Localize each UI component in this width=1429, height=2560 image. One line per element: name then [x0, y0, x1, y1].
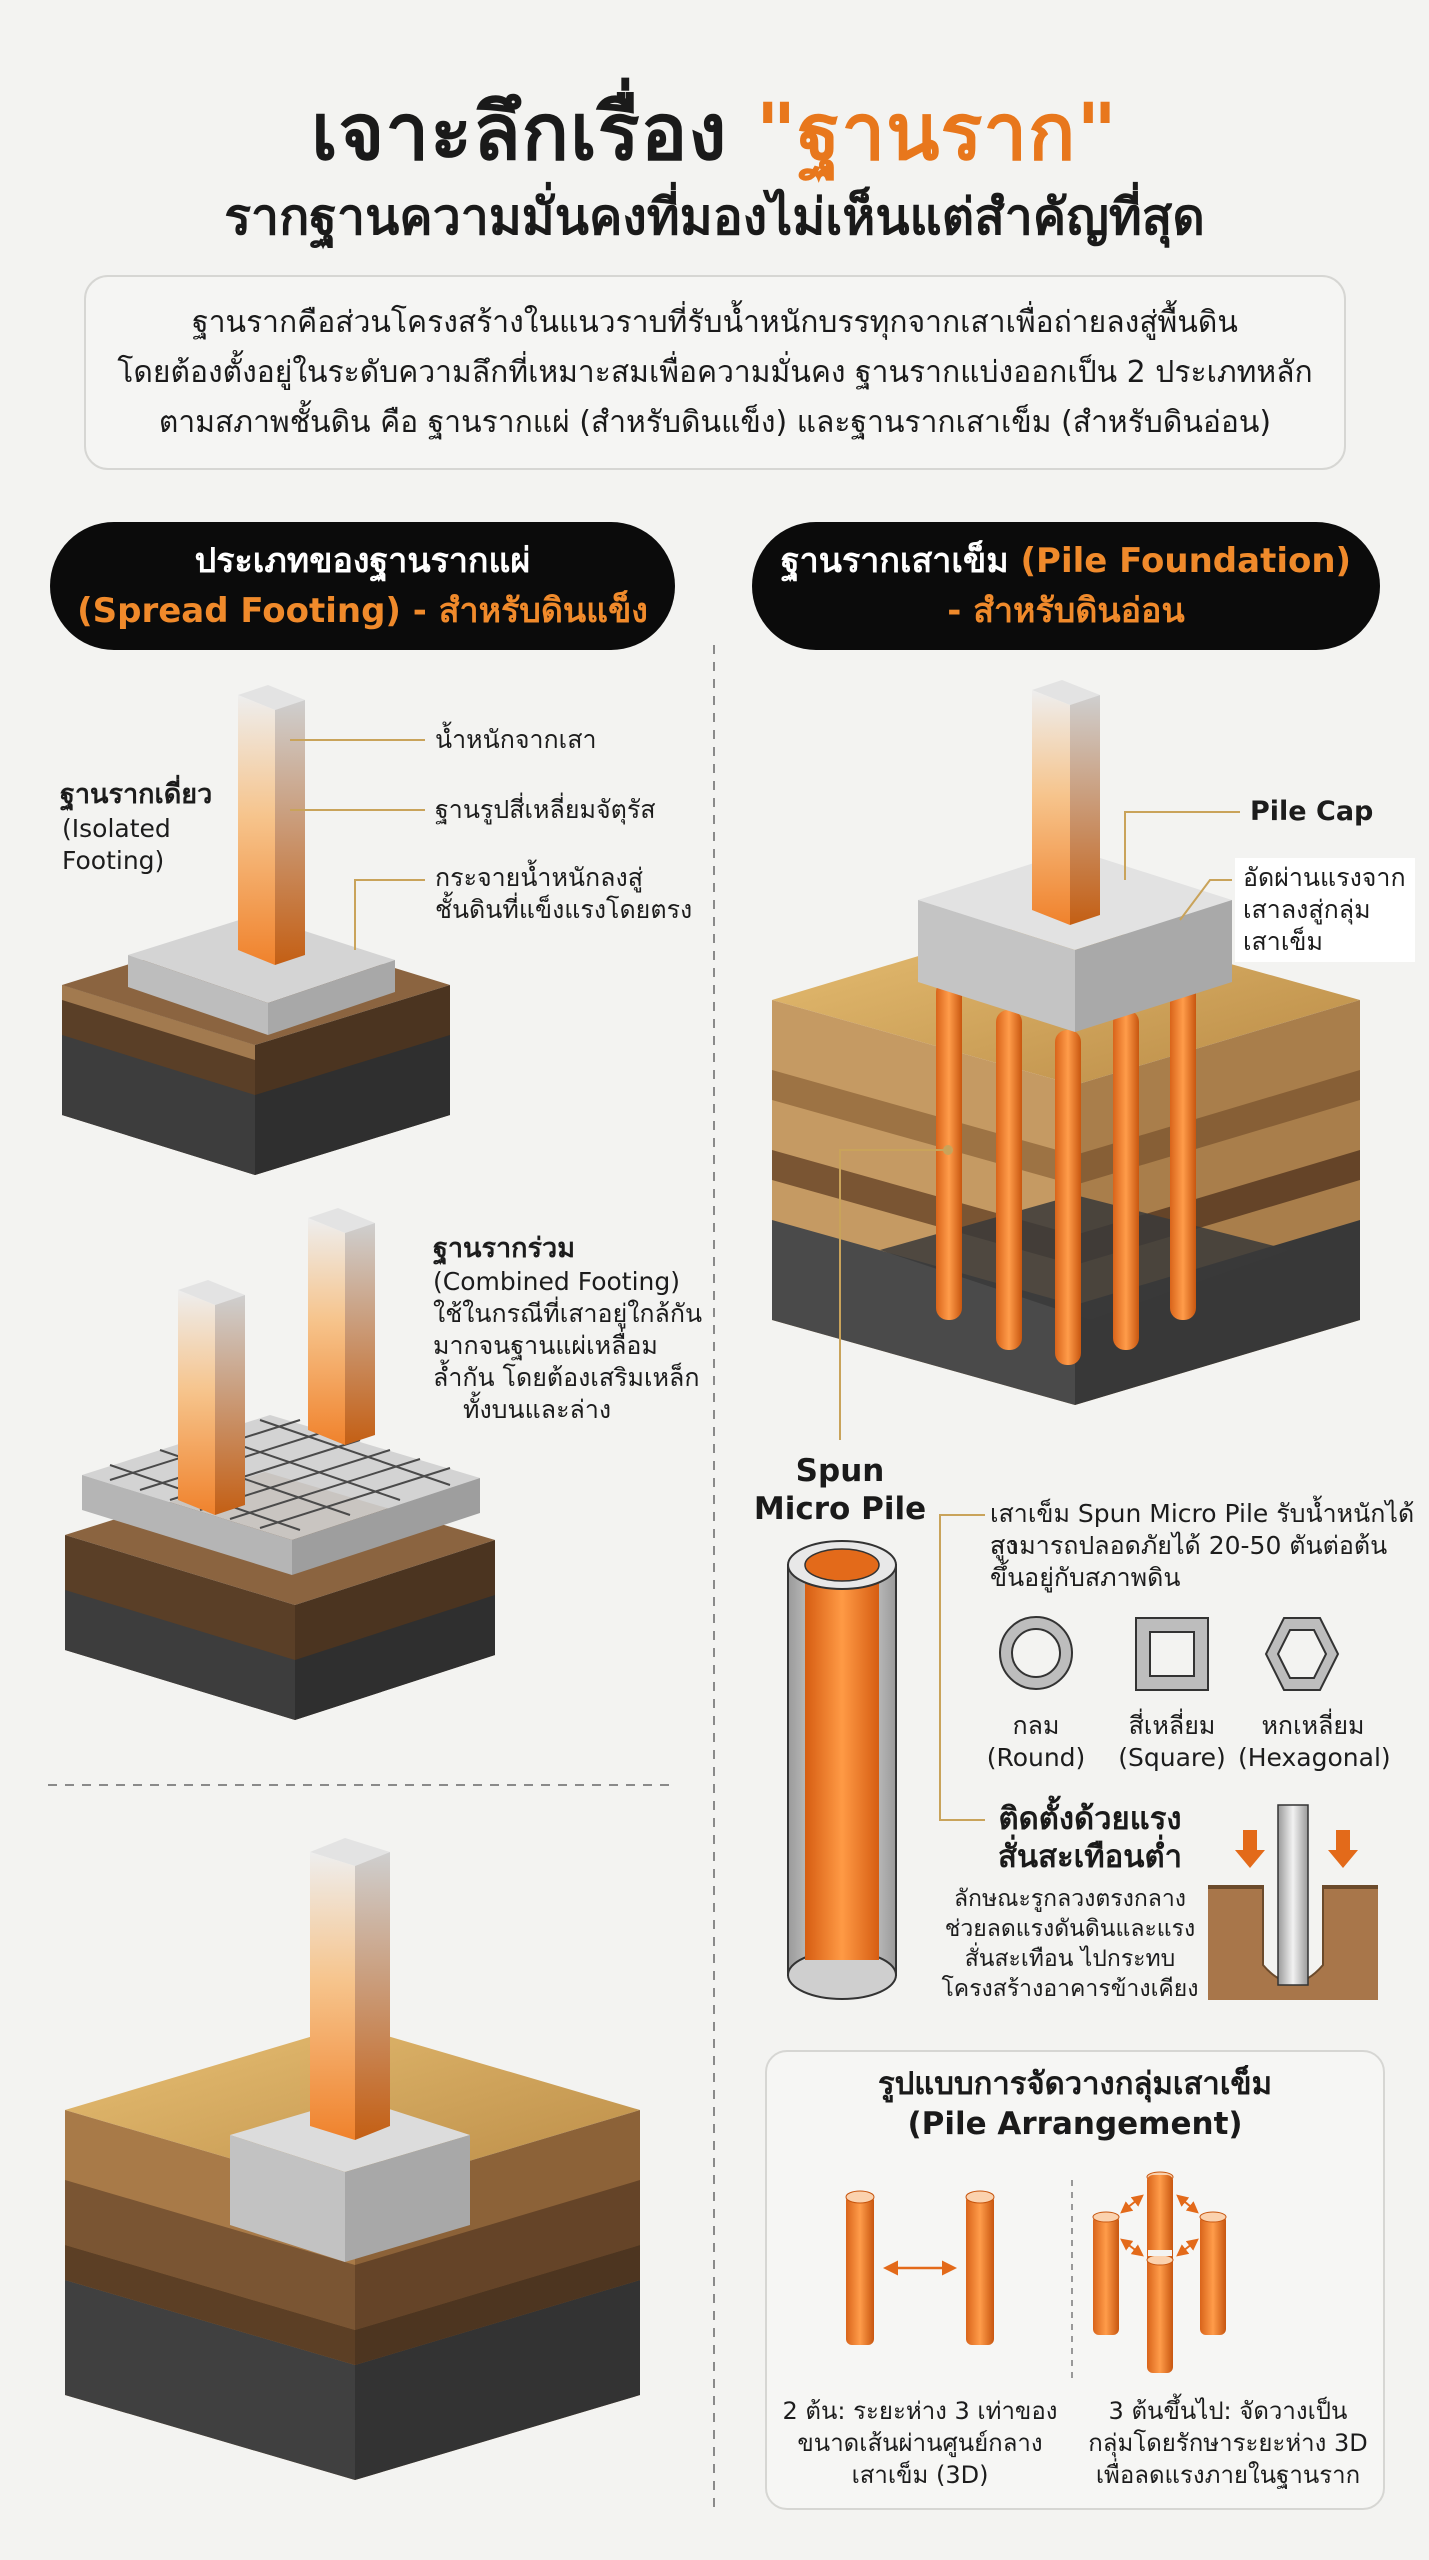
shape-hexagonal: หกเหลี่ยม (Hexagonal): [1238, 1710, 1391, 1774]
spun-desc-1: เสาเข็ม Spun Micro Pile รับน้ำหนักได้สูง: [990, 1499, 1415, 1560]
spread-header-line-2: (Spread Footing) - สำหรับดินแข็ง: [77, 591, 648, 631]
spun-title-2: Micro Pile: [753, 1491, 927, 1527]
title-prefix: เจาะลึกเรื่อง: [310, 88, 756, 178]
isolated-callout-square: ฐานรูปสี่เหลี่ยมจัตุรัส: [435, 795, 656, 824]
isolated-callout-spread-2: ชั้นดินที่แข็งแรงโดยตรง: [435, 895, 693, 924]
combined-name-th: ฐานรากร่วม: [433, 1233, 575, 1264]
combined-desc-1: ใช้ในกรณีที่เสาอยู่ใกล้กัน: [433, 1299, 703, 1328]
pile-foundation-header: ฐานรากเสาเข็ม (Pile Foundation) - สำหรับ…: [752, 522, 1380, 650]
combined-desc-2: มากจนฐานแผ่เหลื่อม: [433, 1331, 658, 1360]
round-icon-label-th: กลม: [1012, 1711, 1060, 1740]
arrangement-title: รูปแบบการจัดวางกลุ่มเสาเข็ม (Pile Arrang…: [765, 2064, 1385, 2144]
install-desc-4: โครงสร้างอาคารข้างเคียง: [941, 1976, 1199, 2002]
square-icon-label-en: (Square): [1118, 1743, 1226, 1772]
intro-line-3: ตามสภาพชั้นดิน คือ ฐานรากแผ่ (สำหรับดินแ…: [158, 404, 1272, 440]
spread-header-line-1: ประเภทของฐานรากแผ่: [194, 541, 531, 581]
hexagon-icon-label-en: (Hexagonal): [1238, 1743, 1391, 1772]
two-pile-desc-1: 2 ต้น: ระยะห่าง 3 เท่าของ: [782, 2397, 1058, 2425]
pile-cap-desc: อัดผ่านแรงจาก เสาลงสู่กลุ่ม เสาเข็ม: [1235, 858, 1415, 962]
isolated-name-th: ฐานรากเดี่ยว: [60, 779, 213, 810]
shape-square: สี่เหลี่ยม (Square): [1112, 1710, 1232, 1774]
page-title: เจาะลึกเรื่อง "ฐานราก": [0, 70, 1429, 194]
isolated-name-en-1: (Isolated: [62, 814, 171, 843]
install-title-2: สั่นสะเทือนต่ำ: [997, 1839, 1183, 1875]
multi-pile-desc: 3 ต้นขึ้นไป: จัดวางเป็น กลุ่มโดยรักษาระย…: [1078, 2395, 1378, 2491]
install-desc-2: ช่วยลดแรงดันดินและแรง: [944, 1916, 1196, 1942]
two-pile-desc: 2 ต้น: ระยะห่าง 3 เท่าของ ขนาดเส้นผ่านศู…: [770, 2395, 1070, 2491]
pile-header-line-2: - สำหรับดินอ่อน: [947, 591, 1185, 631]
shape-round: กลม (Round): [986, 1710, 1086, 1774]
install-title-1: ติดตั้งด้วยแรง: [998, 1801, 1182, 1837]
pile-header-prefix: ฐานรากเสาเข็ม: [780, 541, 1021, 581]
isolated-callout-load: น้ำหนักจากเสา: [435, 725, 597, 754]
spun-title: Spun Micro Pile: [745, 1452, 935, 1528]
multi-pile-desc-2: กลุ่มโดยรักษาระยะห่าง 3D: [1088, 2429, 1368, 2457]
pile-cap-label: Pile Cap: [1250, 796, 1374, 827]
page-subtitle: รากฐานความมั่นคงที่มองไม่เห็นแต่สำคัญที่…: [224, 188, 1205, 246]
combined-name-en: (Combined Footing): [433, 1267, 681, 1296]
multi-pile-group: [1092, 2171, 1227, 2373]
hexagon-icon-label-th: หกเหลี่ยม: [1261, 1711, 1365, 1740]
combined-desc-3: ล้ำกัน โดยต้องเสริมเหล็ก: [433, 1363, 700, 1392]
combined-desc-4: ทั้งบนและล่าง: [463, 1395, 612, 1424]
pile-header-en: (Pile Foundation): [1020, 541, 1352, 581]
intro-line-1: ฐานรากคือส่วนโครงสร้างในแนวราบที่รับน้ำห…: [192, 304, 1238, 340]
round-icon-label-en: (Round): [986, 1743, 1086, 1772]
arrangement-title-2: (Pile Arrangement): [907, 2106, 1243, 2142]
pile-cap-desc-1: อัดผ่านแรงจาก: [1243, 863, 1406, 892]
install-desc-1: ลักษณะรูกลวงตรงกลาง: [953, 1886, 1187, 1912]
intro-line-2: โดยต้องตั้งอยู่ในระดับความลึกที่เหมาะสมเ…: [117, 354, 1313, 390]
install-desc: ลักษณะรูกลวงตรงกลาง ช่วยลดแรงดันดินและแร…: [930, 1884, 1210, 2004]
pile-cap-desc-2: เสาลงสู่กลุ่ม: [1243, 895, 1371, 924]
two-pile-desc-3: เสาเข็ม (3D): [851, 2461, 989, 2489]
multi-pile-desc-1: 3 ต้นขึ้นไป: จัดวางเป็น: [1108, 2397, 1348, 2425]
two-pile-group: [845, 2190, 995, 2345]
spun-title-1: Spun: [795, 1453, 885, 1489]
install-title: ติดตั้งด้วยแรง สั่นสะเทือนต่ำ: [970, 1800, 1210, 1876]
spun-desc-3: ขึ้นอยู่กับสภาพดิน: [990, 1563, 1181, 1592]
isolated-callout-spread-1: กระจายน้ำหนักลงสู่: [435, 863, 643, 892]
install-desc-3: สั่นสะเทือน ไปกระทบ: [964, 1946, 1176, 1972]
square-icon-label-th: สี่เหลี่ยม: [1128, 1711, 1216, 1740]
intro-box: ฐานรากคือส่วนโครงสร้างในแนวราบที่รับน้ำห…: [84, 275, 1346, 470]
multi-pile-desc-3: เพื่อลดแรงภายในฐานราก: [1095, 2461, 1361, 2489]
isolated-name-en-2: Footing): [62, 846, 165, 875]
title-highlight: "ฐานราก": [755, 88, 1119, 178]
pile-cap-desc-3: เสาเข็ม: [1243, 927, 1323, 956]
two-pile-desc-2: ขนาดเส้นผ่านศูนย์กลาง: [797, 2429, 1043, 2457]
spun-desc-2: สามารถปลอดภัยได้ 20-50 ตันต่อต้น: [990, 1531, 1388, 1560]
spread-footing-header: ประเภทของฐานรากแผ่ (Spread Footing) - สำ…: [50, 522, 675, 650]
arrangement-title-1: รูปแบบการจัดวางกลุ่มเสาเข็ม: [877, 2066, 1273, 2102]
